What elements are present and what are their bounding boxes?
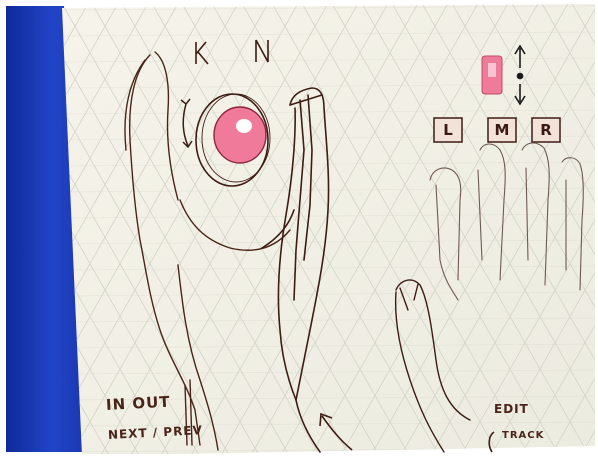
paper-sheet — [62, 4, 598, 456]
edit-label: EDIT — [494, 402, 529, 416]
middle-button-key: M — [492, 121, 512, 139]
trackball-ball — [214, 107, 266, 163]
left-button-key: L — [438, 121, 458, 139]
in-out-label: IN OUT — [106, 393, 171, 414]
track-label: TRACK — [502, 430, 544, 441]
right-button-key: R — [536, 121, 556, 139]
